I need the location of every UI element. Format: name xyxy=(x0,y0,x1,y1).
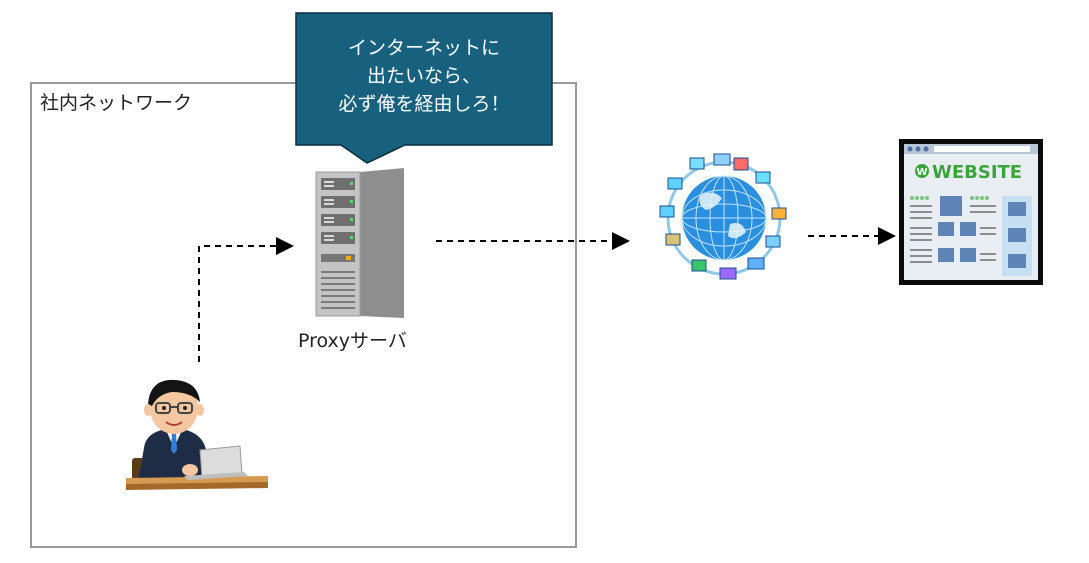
arrow-user-to-proxy xyxy=(198,237,294,362)
website-icon: W WEBSITE xyxy=(899,139,1043,285)
callout-line-1: インターネットに xyxy=(347,37,500,59)
callout-line-2: 出たいなら、 xyxy=(366,65,481,87)
office-worker-icon xyxy=(126,379,268,490)
callout-message: インターネットに 出たいなら、 必ず俺を経由しろ！ xyxy=(295,34,553,118)
website-logo-letter: W xyxy=(916,167,927,178)
server-icon xyxy=(315,168,404,318)
internal-network-label: 社内ネットワーク xyxy=(40,92,193,114)
callout-bubble xyxy=(295,12,553,164)
proxy-server-label: Proxyサーバ xyxy=(298,330,407,352)
website-logo-text: WEBSITE xyxy=(932,162,1022,183)
callout-line-3: 必ず俺を経由しろ！ xyxy=(338,93,510,115)
internet-globe-icon xyxy=(659,153,787,280)
